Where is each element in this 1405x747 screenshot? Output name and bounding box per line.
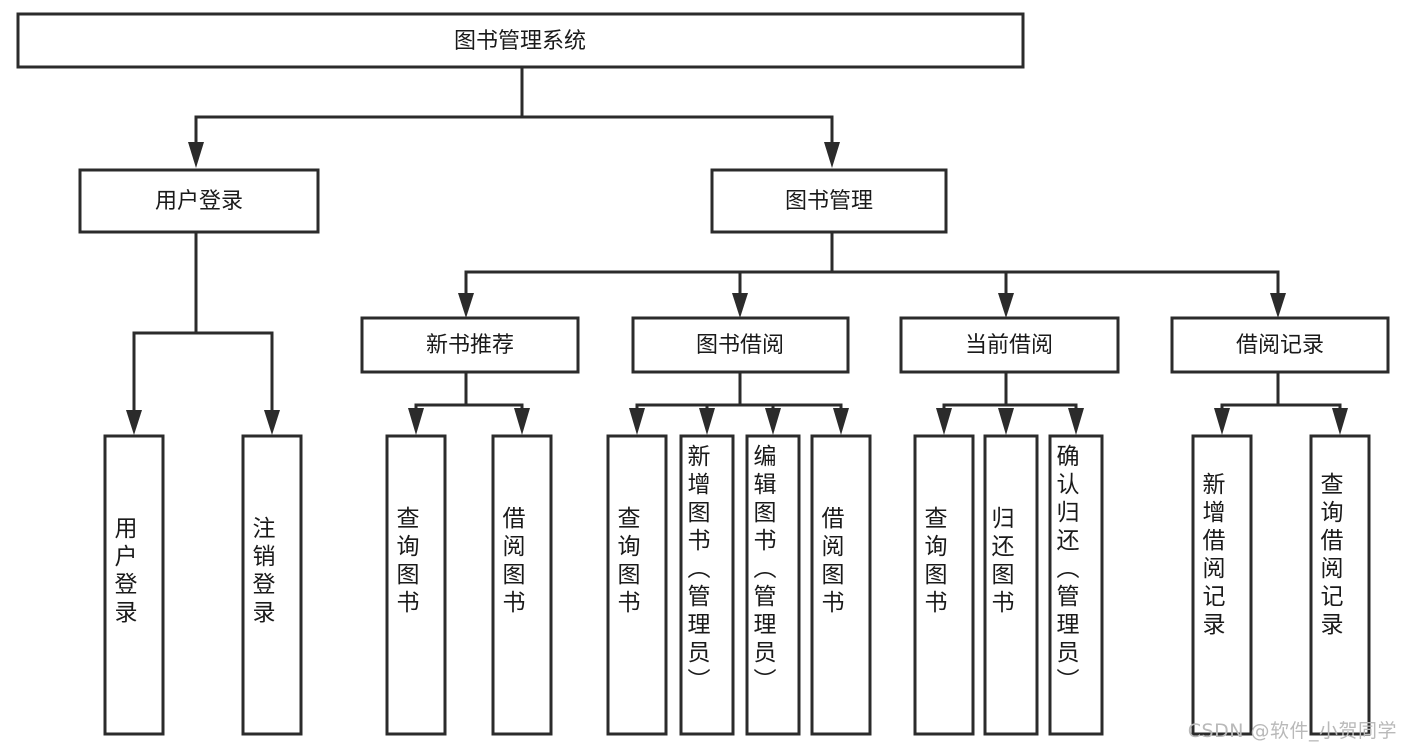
node-current-borrow[interactable] <box>899 316 1120 374</box>
arrowhead-current-borrow <box>998 293 1014 318</box>
node-book-borrow[interactable] <box>631 316 850 374</box>
node-book-management-label: 图书管理 <box>785 189 873 214</box>
arrowhead-user-login <box>188 142 204 168</box>
node-borrow-record[interactable] <box>1170 316 1390 374</box>
node-borrow-record-label: 借阅记录 <box>1236 333 1324 358</box>
node-leaf-borrow-book-1[interactable] <box>491 434 553 736</box>
node-leaf-query-book-2[interactable] <box>606 434 668 736</box>
node-leaf-logout[interactable] <box>241 434 303 736</box>
node-leaf-query-book-1[interactable] <box>385 434 447 736</box>
node-book-management[interactable] <box>710 168 948 234</box>
node-book-borrow-label: 图书借阅 <box>696 333 784 358</box>
node-root-label: 图书管理系统 <box>454 29 586 54</box>
arrowhead-userlogin-c2 <box>264 410 280 435</box>
node-current-borrow-label: 当前借阅 <box>965 333 1053 358</box>
node-leaf-edit-book-admin[interactable] <box>745 434 801 736</box>
arrowhead-borrowrecord-l2 <box>1332 408 1348 435</box>
node-leaf-add-borrow-record[interactable] <box>1191 434 1253 736</box>
arrowhead-currentborrow-l3 <box>1068 408 1084 435</box>
arrowhead-borrow-record <box>1270 293 1286 318</box>
node-leaf-user-login[interactable] <box>103 434 165 736</box>
arrowhead-bookborrow-l3 <box>765 408 781 435</box>
node-leaf-confirm-return-admin[interactable] <box>1048 434 1104 736</box>
arrowhead-currentborrow-l1 <box>936 408 952 435</box>
csdn-watermark: CSDN @软件_小贺同学 <box>1187 720 1397 742</box>
arrowhead-newbook-l1 <box>408 408 424 435</box>
arrowhead-book-borrow <box>732 293 748 318</box>
node-user-login[interactable] <box>78 168 320 234</box>
arrowhead-bookborrow-l4 <box>833 408 849 435</box>
connector-layer <box>126 65 1348 435</box>
node-layer: 图书管理系统 用户登录 图书管理 新书推荐 图书借阅 当前借阅 借阅记录 <box>16 12 1390 736</box>
node-leaf-borrow-book-2[interactable] <box>810 434 872 736</box>
node-root-book-management-system[interactable] <box>16 12 1025 69</box>
node-new-book-recommend[interactable] <box>360 316 580 374</box>
arrowhead-bookborrow-l2 <box>699 408 715 435</box>
node-leaf-add-book-admin[interactable] <box>679 434 735 736</box>
arrowhead-userlogin-c1 <box>126 410 142 435</box>
arrowhead-book-mgmt <box>824 142 840 168</box>
node-new-book-recommend-label: 新书推荐 <box>426 333 514 358</box>
node-leaf-query-book-3[interactable] <box>913 434 975 736</box>
arrowhead-bookborrow-l1 <box>629 408 645 435</box>
arrowhead-borrowrecord-l1 <box>1214 408 1230 435</box>
arrowhead-currentborrow-l2 <box>998 408 1014 435</box>
node-leaf-return-book[interactable] <box>983 434 1039 736</box>
node-user-login-label: 用户登录 <box>155 189 243 214</box>
arrowhead-newbook-l2 <box>514 408 530 435</box>
arrowhead-new-book <box>458 293 474 318</box>
node-leaf-query-borrow-record[interactable] <box>1309 434 1371 736</box>
